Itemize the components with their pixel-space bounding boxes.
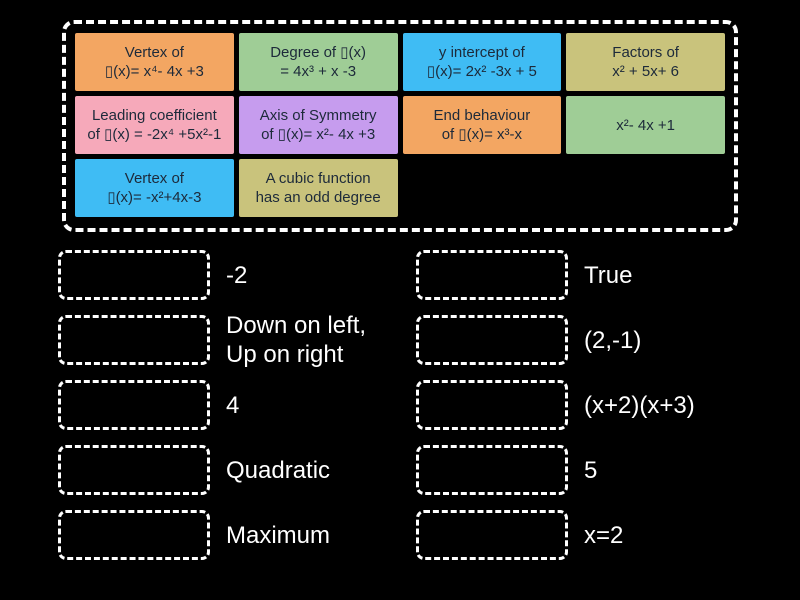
- tile-text-line1: Factors of: [612, 44, 679, 61]
- match-row: (2,-1): [416, 315, 695, 365]
- match-row: 5: [416, 445, 695, 495]
- pool-tile[interactable]: y intercept of ▯(x)= 2x² -3x + 5: [402, 33, 562, 91]
- drop-zone[interactable]: [416, 510, 568, 560]
- tile-text-line2: x² + 5x+ 6: [612, 63, 679, 80]
- tile-text-line2: ▯(x)= 2x² -3x + 5: [426, 63, 537, 80]
- tile-text-line1: Vertex of: [124, 44, 184, 61]
- tile-pool: Vertex of ▯(x)= x⁴- 4x +3 Degree of ▯(x)…: [62, 20, 738, 232]
- tile-text-line2: = 4x³ + x -3: [280, 63, 357, 80]
- pool-tile[interactable]: A cubic function has an odd degree: [238, 159, 398, 217]
- match-row: 4: [58, 380, 366, 430]
- tile-text-line2: of ▯(x)= x²- 4x +3: [261, 126, 376, 143]
- match-row: x=2: [416, 510, 695, 560]
- answer-label: x=2: [584, 521, 624, 549]
- drop-zone[interactable]: [58, 445, 210, 495]
- left-answer-column: -2 Down on left, Up on right 4 Quadratic…: [58, 250, 366, 560]
- tile-text-line1: x²- 4x +1: [616, 116, 676, 134]
- match-row: True: [416, 250, 695, 300]
- pool-tile[interactable]: Axis of Symmetry of ▯(x)= x²- 4x +3: [238, 96, 398, 154]
- pool-tile[interactable]: Leading coefficient of ▯(x) = -2x⁴ +5x²-…: [75, 96, 234, 154]
- answer-label: Quadratic: [226, 456, 331, 484]
- tile-text-line2: ▯(x)= -x²+4x-3: [107, 189, 202, 206]
- answer-label: 5: [584, 456, 598, 484]
- pool-tile[interactable]: Factors of x² + 5x+ 6: [566, 33, 725, 91]
- answer-label: Down on left, Up on right: [226, 312, 367, 368]
- tile-text-line2: of ▯(x) = -2x⁴ +5x²-1: [87, 126, 222, 143]
- answer-label: (x+2)(x+3): [584, 391, 695, 419]
- pool-tile[interactable]: End behaviour of ▯(x)= x³-x: [402, 96, 562, 154]
- tile-text-line2: ▯(x)= x⁴- 4x +3: [104, 63, 204, 80]
- tile-text-line1: A cubic function: [265, 170, 371, 187]
- pool-tile[interactable]: x²- 4x +1: [566, 96, 725, 154]
- drop-zone[interactable]: [58, 380, 210, 430]
- pool-tile[interactable]: Vertex of ▯(x)= x⁴- 4x +3: [75, 33, 234, 91]
- tile-text-line1: Vertex of: [124, 170, 184, 187]
- tile-text-line1: Degree of ▯(x): [270, 44, 367, 61]
- tile-text-line2: of ▯(x)= x³-x: [441, 126, 523, 143]
- match-row: -2: [58, 250, 366, 300]
- answer-label: True: [584, 261, 633, 289]
- answer-label: Maximum: [226, 521, 331, 549]
- drop-zone[interactable]: [58, 315, 210, 365]
- answer-label: 4: [226, 391, 240, 419]
- tile-text-line1: Axis of Symmetry: [259, 107, 377, 124]
- pool-tile[interactable]: Vertex of ▯(x)= -x²+4x-3: [75, 159, 234, 217]
- tile-text-line1: End behaviour: [433, 107, 531, 124]
- drop-zone[interactable]: [416, 445, 568, 495]
- answer-label: -2: [226, 261, 248, 289]
- drop-zone[interactable]: [416, 380, 568, 430]
- answer-label: (2,-1): [584, 326, 642, 354]
- tile-text-line2: has an odd degree: [255, 189, 381, 206]
- drop-zone[interactable]: [58, 510, 210, 560]
- match-row: (x+2)(x+3): [416, 380, 695, 430]
- match-row: Maximum: [58, 510, 366, 560]
- tile-text-line1: y intercept of: [438, 44, 525, 61]
- right-answer-column: True (2,-1) (x+2)(x+3) 5 x=2: [416, 250, 695, 560]
- match-row: Quadratic: [58, 445, 366, 495]
- pool-tile[interactable]: Degree of ▯(x) = 4x³ + x -3: [238, 33, 398, 91]
- drop-zone[interactable]: [416, 250, 568, 300]
- match-row: Down on left, Up on right: [58, 312, 366, 368]
- drop-zone[interactable]: [416, 315, 568, 365]
- tile-text-line1: Leading coefficient: [91, 107, 217, 124]
- drop-zone[interactable]: [58, 250, 210, 300]
